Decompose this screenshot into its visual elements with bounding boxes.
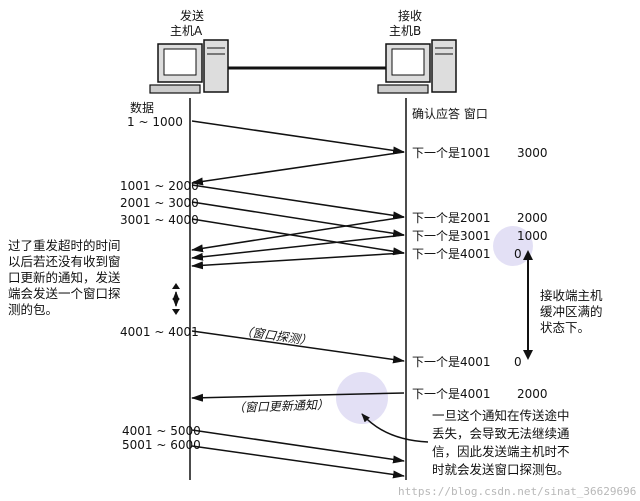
probe-label: （窗口探测） [240, 324, 313, 348]
bottom-note: 一旦这个通知在传送途中 丢失，会导致无法继续通 信，因此发送端主机时不 时就会发… [432, 408, 570, 477]
watermark: https://blog.csdn.net/sinat_36629696 [398, 485, 636, 498]
data-arrow [191, 201, 405, 238]
note-line: 以后若还没有收到窗 [8, 254, 121, 269]
pointer-arrow [361, 413, 429, 443]
window-value: 2000 [517, 387, 548, 401]
window-value: 3000 [517, 146, 548, 160]
sender-title-line2: 主机A [170, 24, 203, 38]
ack-label: 下一个是2001 [412, 211, 491, 225]
receiver-title-line2: 主机B [389, 24, 421, 38]
data-arrow [191, 218, 405, 256]
update-label: （窗口更新通知） [233, 398, 329, 415]
segment-label: 4001 ~ 5000 [122, 424, 201, 438]
window-value: 0 [514, 247, 522, 261]
ack-arrow [191, 234, 405, 261]
computer-icon [149, 39, 229, 94]
note-line: 信，因此发送端主机时不 [432, 444, 570, 459]
note-line: 口更新的通知，发送 [8, 270, 121, 285]
ack-label: 下一个是4001 [412, 247, 491, 261]
segment-label: 4001 ~ 4001 [120, 325, 199, 339]
data-arrow [191, 445, 405, 479]
segment-label: 1 ~ 1000 [127, 115, 183, 129]
note-line: 端会发送一个窗口探 [8, 286, 121, 301]
note-line: 缓冲区满的 [540, 304, 603, 319]
segment-label: 1001 ~ 2000 [120, 179, 199, 193]
ack-label: 下一个是1001 [412, 146, 491, 160]
data-arrow [191, 120, 405, 155]
window-value: 2000 [517, 211, 548, 225]
right-note: 接收端主机 缓冲区满的 状态下。 [540, 288, 603, 335]
window-value: 1000 [517, 229, 548, 243]
data-arrow [191, 184, 405, 220]
segment-label: 5001 ~ 6000 [122, 438, 201, 452]
probe-arrow [191, 330, 405, 364]
note-line: 丢失，会导致无法继续通 [432, 426, 570, 441]
left-note: 过了重发超时的时间 以后若还没有收到窗 口更新的通知，发送 端会发送一个窗口探 … [8, 238, 121, 317]
ack-label: 下一个是4001 [412, 355, 491, 369]
data-arrow [191, 429, 405, 464]
note-line: 状态下。 [540, 320, 590, 335]
ack-window-header: 确认应答 窗口 [412, 106, 488, 121]
segment-label: 2001 ~ 3000 [120, 196, 199, 210]
sender-title-line1: 发送 [180, 8, 204, 23]
ack-arrow [191, 252, 405, 270]
ack-arrow [191, 216, 405, 253]
window-value: 0 [514, 355, 522, 369]
data-header: 数据 [130, 100, 154, 115]
note-line: 过了重发超时的时间 [8, 238, 121, 253]
note-line: 一旦这个通知在传送途中 [432, 408, 570, 423]
receiver-title-line1: 接收 [398, 8, 422, 23]
highlight-circle [493, 226, 533, 266]
window-update-arrow [191, 392, 405, 402]
ack-arrow [191, 151, 405, 186]
note-line: 测的包。 [8, 302, 58, 317]
segment-label: 3001 ~ 4000 [120, 213, 199, 227]
highlight-circle [336, 372, 388, 424]
note-line: 接收端主机 [540, 288, 603, 303]
note-line: 时就会发送窗口探测包。 [432, 462, 570, 477]
ack-label: 下一个是3001 [412, 229, 491, 243]
computer-icon [377, 39, 457, 94]
ack-label: 下一个是4001 [412, 387, 491, 401]
